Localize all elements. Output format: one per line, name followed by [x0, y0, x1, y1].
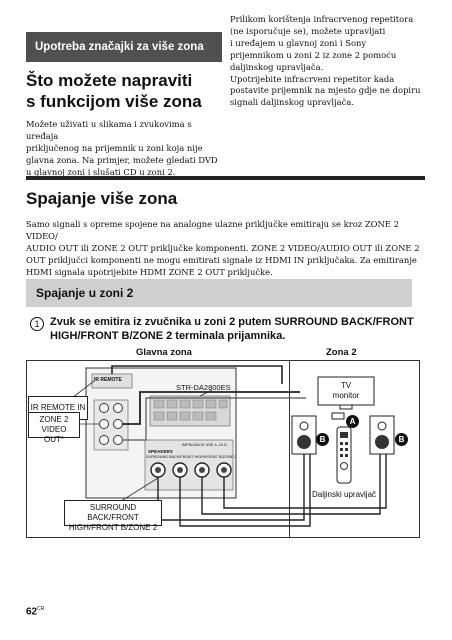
zone2-speaker-left	[291, 415, 317, 455]
remote-label: Daljinski upravljač	[312, 490, 377, 499]
ir-line: i uređajem u glavnoj zoni i Sony	[230, 37, 367, 48]
zone-2-frame	[290, 360, 420, 538]
intro-paragraph: Možete uživati u slikama i zvukovima s u…	[26, 119, 226, 179]
marker-b-left: B	[316, 433, 329, 446]
ir-remote-jack-text: IR REMOTE	[94, 377, 122, 383]
zone2-video-out-line-1: ZONE 2 VIDEO	[39, 415, 69, 434]
speaker-terminal-callout: SURROUND BACK/FRONT HIGH/FRONT B/ZONE 2	[64, 500, 162, 532]
zone2-video-out-line-2: OUT*	[44, 435, 64, 444]
subsection-title: Spajanje u zoni 2	[36, 286, 134, 300]
step-1-line-1: Zvuk se emitira iz zvučnika u zoni 2 put…	[50, 316, 414, 328]
step-1-line-2: HIGH/FRONT B/ZONE 2 terminala prijamnika…	[50, 329, 286, 342]
receiver-model-label: STR-DA2800ES	[176, 383, 231, 392]
zone2-jacks	[99, 403, 123, 445]
tv-label-line-2: monitor	[332, 391, 360, 400]
intro-line: u glavnoj zoni i slušati CD u zoni 2.	[26, 166, 176, 177]
ir-line: daljinskog upravljača.	[230, 61, 324, 72]
ir-line: Upotrijebite infracrveni repetitor kada	[230, 73, 395, 84]
step-number-badge: 1	[30, 317, 44, 331]
speakers-panel-subtext: SURROUND BACK/FRONT HIGH/FRONT B/ZONE 2	[146, 455, 237, 459]
page-heading: Što možete napraviti s funkcijom više zo…	[26, 70, 226, 112]
marker-a: A	[346, 415, 359, 428]
section-title: Upotreba značajki za više zona	[35, 41, 204, 53]
main-section-heading: Spajanje više zona	[26, 189, 178, 208]
tv-label: TV monitor	[318, 381, 374, 401]
impedance-text: IMPEDANCE USE 4–16 Ω	[182, 443, 227, 447]
intro-line: priključenog na prijemnik u zoni koja ni…	[26, 142, 203, 153]
ir-line: postavite prijemnik na mjesto gdje ne do…	[230, 85, 421, 96]
receiver-terminals	[153, 399, 228, 421]
page-heading-line-1: Što možete napraviti	[26, 71, 193, 90]
tv-monitor	[317, 376, 375, 410]
subsection-title-bar: Spajanje u zoni 2	[26, 279, 412, 307]
main-zone-frame	[26, 360, 290, 538]
ir-line: Prilikom korištenja infracrvenog repetit…	[230, 14, 414, 24]
section-title-bar: Upotreba značajki za više zona	[26, 32, 222, 62]
tv-label-line-1: TV	[340, 381, 352, 390]
speaker-terminal-line-1: SURROUND BACK/FRONT	[87, 503, 139, 522]
speaker-terminals	[150, 462, 232, 478]
page-suffix: CR	[37, 606, 45, 612]
section-divider	[26, 176, 425, 180]
main-zone-label: Glavna zona	[136, 347, 192, 358]
page-number: 62CR	[26, 606, 44, 617]
main-line: OUT priključci komponenti ne mogu emitir…	[26, 254, 417, 265]
intro-line: glavna zona. Na primjer, možete gledati …	[26, 154, 218, 165]
main-line: AUDIO OUT ili ZONE 2 OUT priključke komp…	[26, 242, 420, 253]
page-heading-line-2: s funkcijom više zona	[26, 92, 202, 111]
zone-2-label: Zona 2	[326, 347, 357, 358]
ir-remote-in-label: IR REMOTE IN	[30, 403, 86, 412]
ir-repeater-paragraph: Prilikom korištenja infracrvenog repetit…	[230, 14, 435, 109]
main-section-paragraph: Samo signali s opreme spojene na analogn…	[26, 219, 431, 279]
step-1-text: Zvuk se emitira iz zvučnika u zoni 2 put…	[50, 316, 430, 343]
speaker-terminal-line-2: HIGH/FRONT B/ZONE 2	[68, 523, 158, 532]
zone2-speaker-right	[369, 415, 395, 455]
ir-line: prijemnikom u zoni 2 iz zone 2 pomoću	[230, 49, 397, 60]
ir-line: signali daljinskog upravljača.	[230, 97, 354, 108]
speakers-panel-text: SPEAKERS	[148, 449, 173, 454]
main-line: HDMI signala upotrijebite HDMI ZONE 2 OU…	[26, 266, 273, 277]
page-number-value: 62	[26, 606, 38, 618]
main-line: Samo signali s opreme spojene na analogn…	[26, 219, 399, 241]
zone2-video-out-callout: ZONE 2 VIDEO OUT*	[28, 412, 80, 444]
marker-b-right: B	[395, 433, 408, 446]
intro-line: Možete uživati u slikama i zvukovima s u…	[26, 119, 192, 141]
remote-control-icon	[336, 426, 352, 484]
ir-line: (ne isporučuje se), možete upravljati	[230, 25, 386, 36]
ir-repeater-sensor	[331, 412, 345, 420]
